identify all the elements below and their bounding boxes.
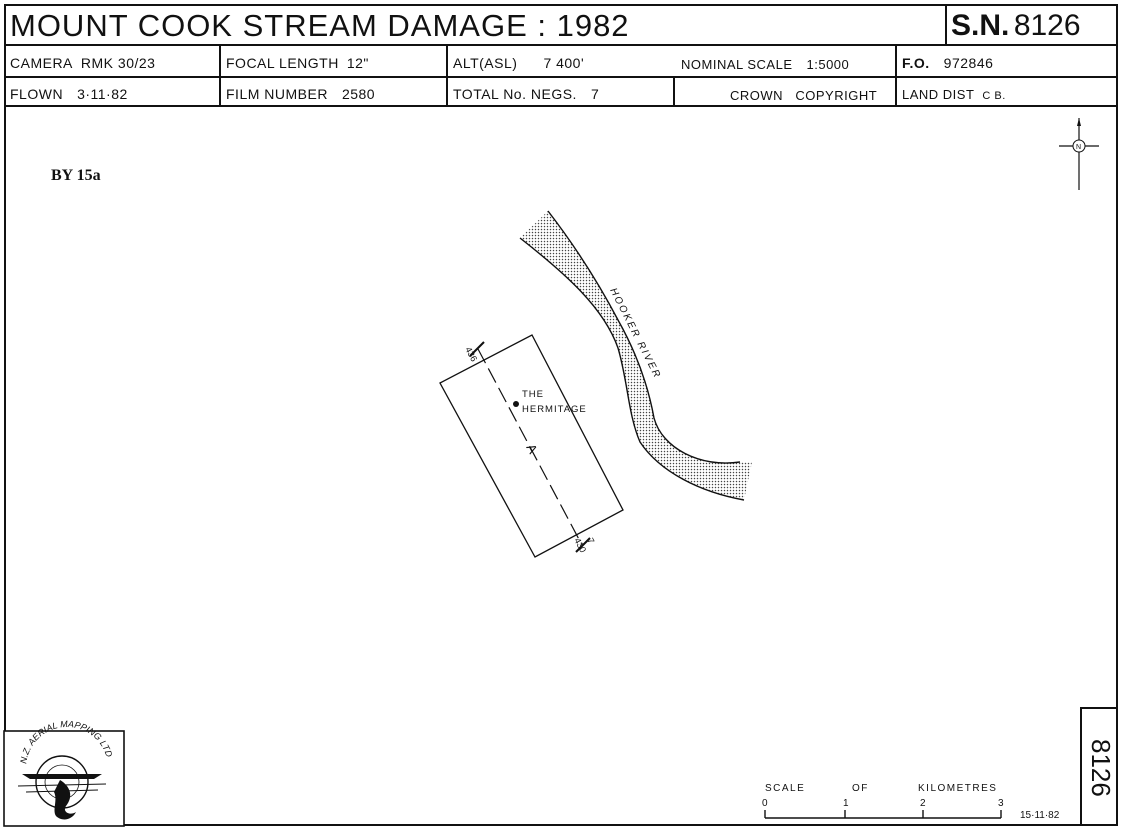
- land-district-label: LAND DIST: [902, 87, 975, 102]
- frame-end-count: 7: [585, 536, 596, 545]
- side-sheet-number: 8126: [1086, 739, 1116, 797]
- fo-cell: F.O. 972846: [902, 56, 993, 70]
- flight-line-end-tick: [575, 537, 591, 553]
- nominal-scale-cell: NOMINAL SCALE 1:5000: [681, 58, 849, 71]
- altitude-cell: ALT(ASL) 7 400': [453, 56, 584, 70]
- crown-copyright: CROWN COPYRIGHT: [730, 88, 878, 103]
- drawing-date: 15·11·82: [1020, 810, 1060, 821]
- hooker-river: [520, 211, 752, 500]
- scale-tick-0: 0: [762, 798, 768, 809]
- fo-value: 972846: [943, 55, 994, 71]
- river-bank-east: [547, 210, 741, 464]
- fo-label: F.O.: [902, 55, 930, 71]
- north-symbol: N: [1076, 144, 1081, 151]
- sheet-number: S.N. 8126: [951, 11, 1081, 41]
- sheet-title: MOUNT COOK STREAM DAMAGE : 1982: [10, 8, 630, 43]
- focal-length-value: 12": [346, 55, 369, 71]
- header-divider-col2: [446, 44, 448, 106]
- flown-label: FLOWN: [10, 86, 64, 102]
- hermitage-label-line1: THE: [522, 389, 544, 400]
- map-reference-code: BY 15a: [51, 167, 101, 184]
- flown-value: 3·11·82: [77, 86, 128, 102]
- scale-title-3: KILOMETRES: [918, 783, 997, 794]
- total-negs-label: TOTAL No. NEGS.: [453, 86, 577, 102]
- river-bank-west: [519, 237, 745, 501]
- scale-title-2: OF: [852, 783, 869, 794]
- flight-line-a: [477, 348, 583, 546]
- total-negs-value: 7: [590, 86, 600, 102]
- land-district-cell: LAND DIST C B.: [902, 88, 1006, 102]
- scale-tick-3: 3: [998, 798, 1004, 809]
- header-divider-sn: [945, 4, 947, 46]
- land-district-value: C B.: [982, 90, 1006, 102]
- scale-title-1: SCALE: [765, 783, 805, 794]
- focal-length-cell: FOCAL LENGTH 12": [226, 56, 369, 70]
- flight-line-start-tick: [469, 341, 485, 357]
- header-divider-col1: [219, 44, 221, 106]
- hermitage-label-line2: HERMITAGE: [522, 404, 587, 415]
- scale-bar: [764, 810, 1002, 819]
- nominal-scale-label: NOMINAL SCALE: [681, 57, 793, 72]
- run-letter: A: [523, 441, 540, 456]
- header-rule-2: [4, 76, 1118, 78]
- map-sheet-frame: [4, 4, 1118, 826]
- header-rule-1: [4, 44, 1118, 46]
- north-arrow: [1059, 118, 1099, 190]
- photo-coverage-block: [439, 334, 624, 558]
- total-negs-cell: TOTAL No. NEGS. 7: [453, 87, 599, 101]
- scale-tick-1: 1: [843, 798, 849, 809]
- header-rule-3: [4, 105, 1118, 107]
- camera-cell: CAMERA RMK 30/23: [10, 56, 155, 70]
- header-divider-col3: [673, 76, 675, 106]
- nominal-scale-value: 1:5000: [806, 57, 850, 72]
- sn-number: 8126: [1013, 9, 1081, 42]
- altitude-label: ALT(ASL): [453, 55, 518, 71]
- film-number-label: FILM NUMBER: [226, 86, 328, 102]
- side-sheet-number-panel: 8126: [1080, 707, 1118, 826]
- sn-label: S.N.: [951, 9, 1010, 42]
- camera-value: RMK 30/23: [80, 55, 156, 71]
- header-divider-col4: [895, 44, 897, 106]
- flown-cell: FLOWN 3·11·82: [10, 87, 128, 101]
- film-number-value: 2580: [341, 86, 376, 102]
- altitude-value: 7 400': [543, 55, 585, 71]
- focal-length-label: FOCAL LENGTH: [226, 55, 339, 71]
- frame-end-number: 430: [572, 536, 588, 554]
- scale-tick-2: 2: [920, 798, 926, 809]
- camera-label: CAMERA: [10, 55, 73, 71]
- film-number-cell: FILM NUMBER 2580: [226, 87, 375, 101]
- hermitage-point: [513, 401, 519, 407]
